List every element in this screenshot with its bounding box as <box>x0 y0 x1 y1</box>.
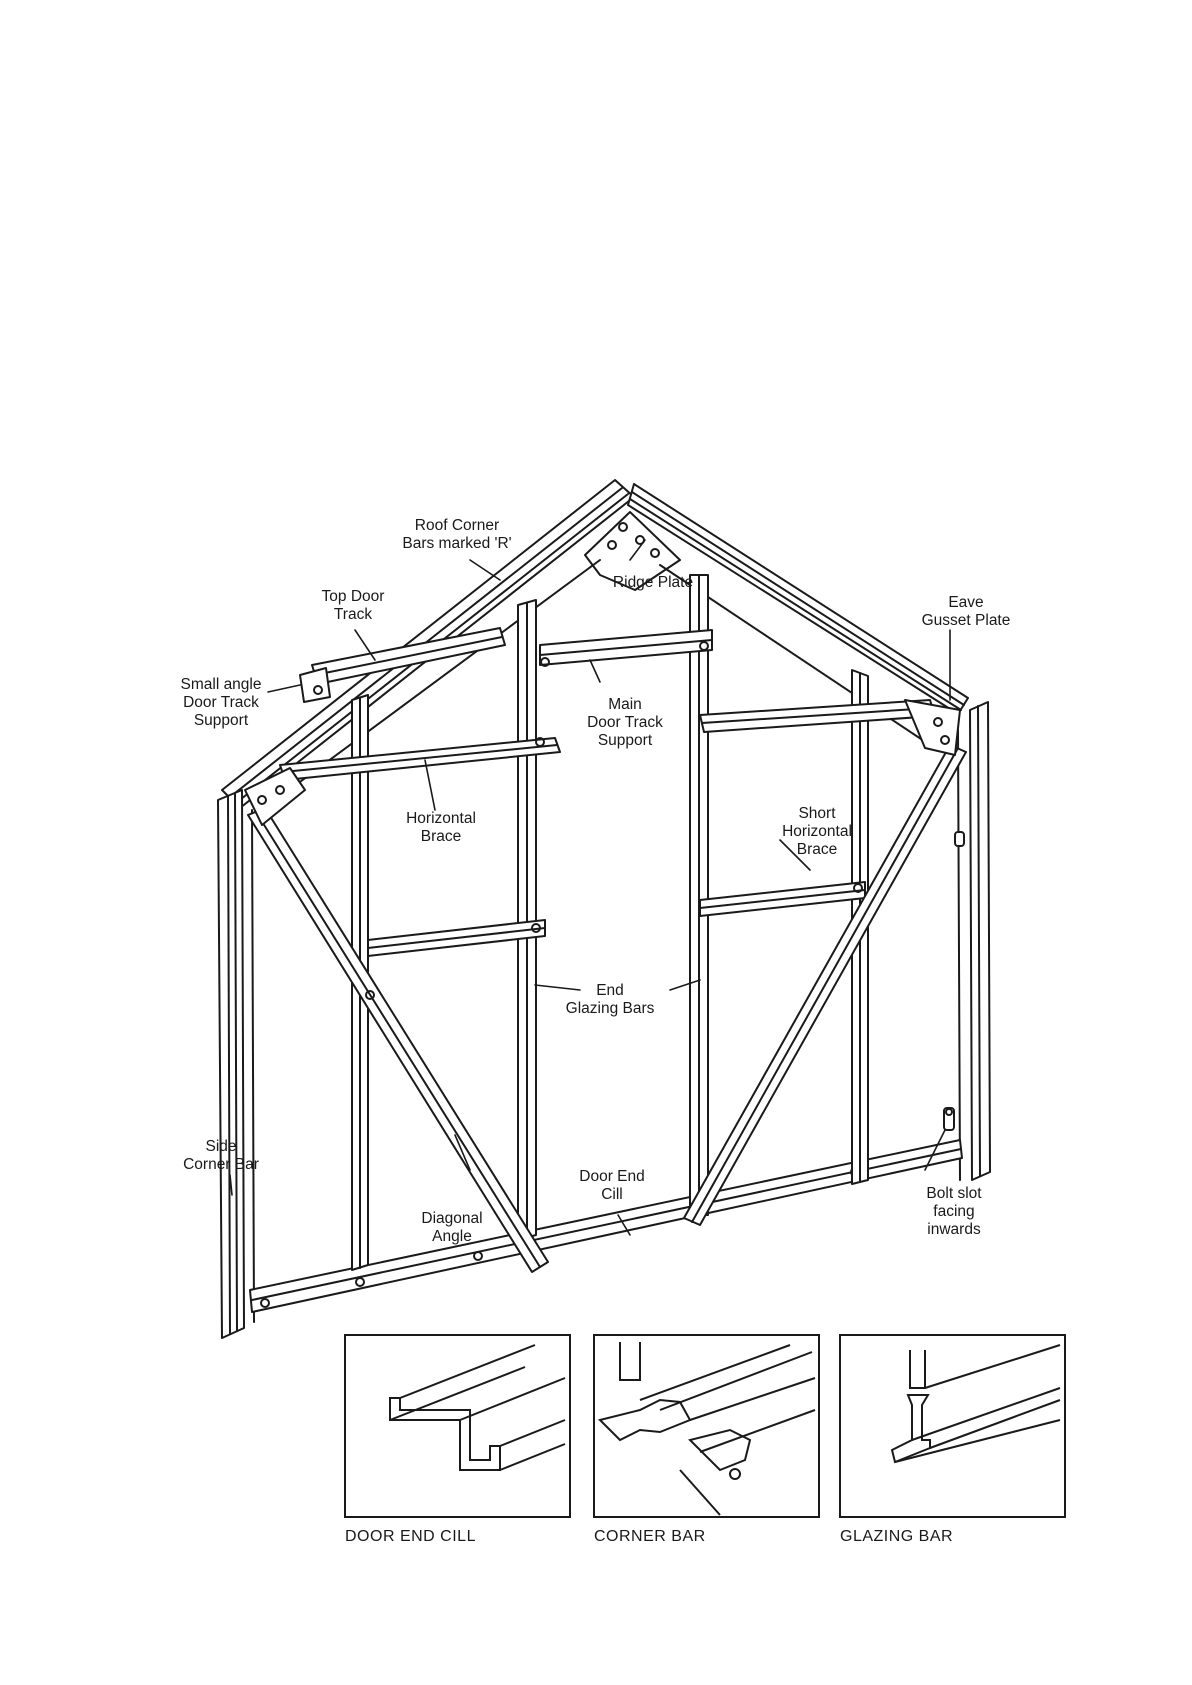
short-horizontal-brace-lower <box>700 882 865 916</box>
eave-gusset-plate-right <box>905 700 960 755</box>
bolt-slot <box>944 832 964 1130</box>
label-small-angle-support: Small angle Door Track Support <box>181 676 262 730</box>
label-main-door-track-support: Main Door Track Support <box>587 696 663 750</box>
label-roof-corner-bars: Roof Corner Bars marked 'R' <box>402 517 511 553</box>
small-angle-door-track-support <box>300 668 330 702</box>
label-ridge-plate: Ridge Plate <box>613 574 693 592</box>
end-glazing-bars <box>352 575 868 1270</box>
caption-door-end-cill: DOOR END CILL <box>345 1528 476 1546</box>
label-door-end-cill: Door End Cill <box>579 1168 644 1204</box>
label-side-corner-bar: Side Corner Bar <box>183 1138 259 1174</box>
caption-corner-bar: CORNER BAR <box>594 1528 706 1546</box>
detail-panel-door-end-cill <box>345 1335 570 1517</box>
label-end-glazing-bars: End Glazing Bars <box>566 982 655 1018</box>
roof-corner-bar-right <box>628 484 968 714</box>
side-corner-bar-left <box>218 790 254 1338</box>
short-horizontal-brace-upper <box>700 700 935 732</box>
label-top-door-track: Top Door Track <box>322 588 385 624</box>
label-diagonal-angle: Diagonal Angle <box>421 1210 482 1246</box>
main-door-track-support-bar <box>540 630 712 666</box>
label-short-horizontal-brace: Short Horizontal Brace <box>782 805 852 859</box>
diagonal-angle-left <box>248 808 548 1272</box>
label-horizontal-brace: Horizontal Brace <box>406 810 476 846</box>
side-corner-bar-right <box>958 702 990 1180</box>
label-bolt-slot: Bolt slot facing inwards <box>926 1185 981 1239</box>
caption-glazing-bar: GLAZING BAR <box>840 1528 953 1546</box>
label-eave-gusset-plate: Eave Gusset Plate <box>922 594 1011 630</box>
